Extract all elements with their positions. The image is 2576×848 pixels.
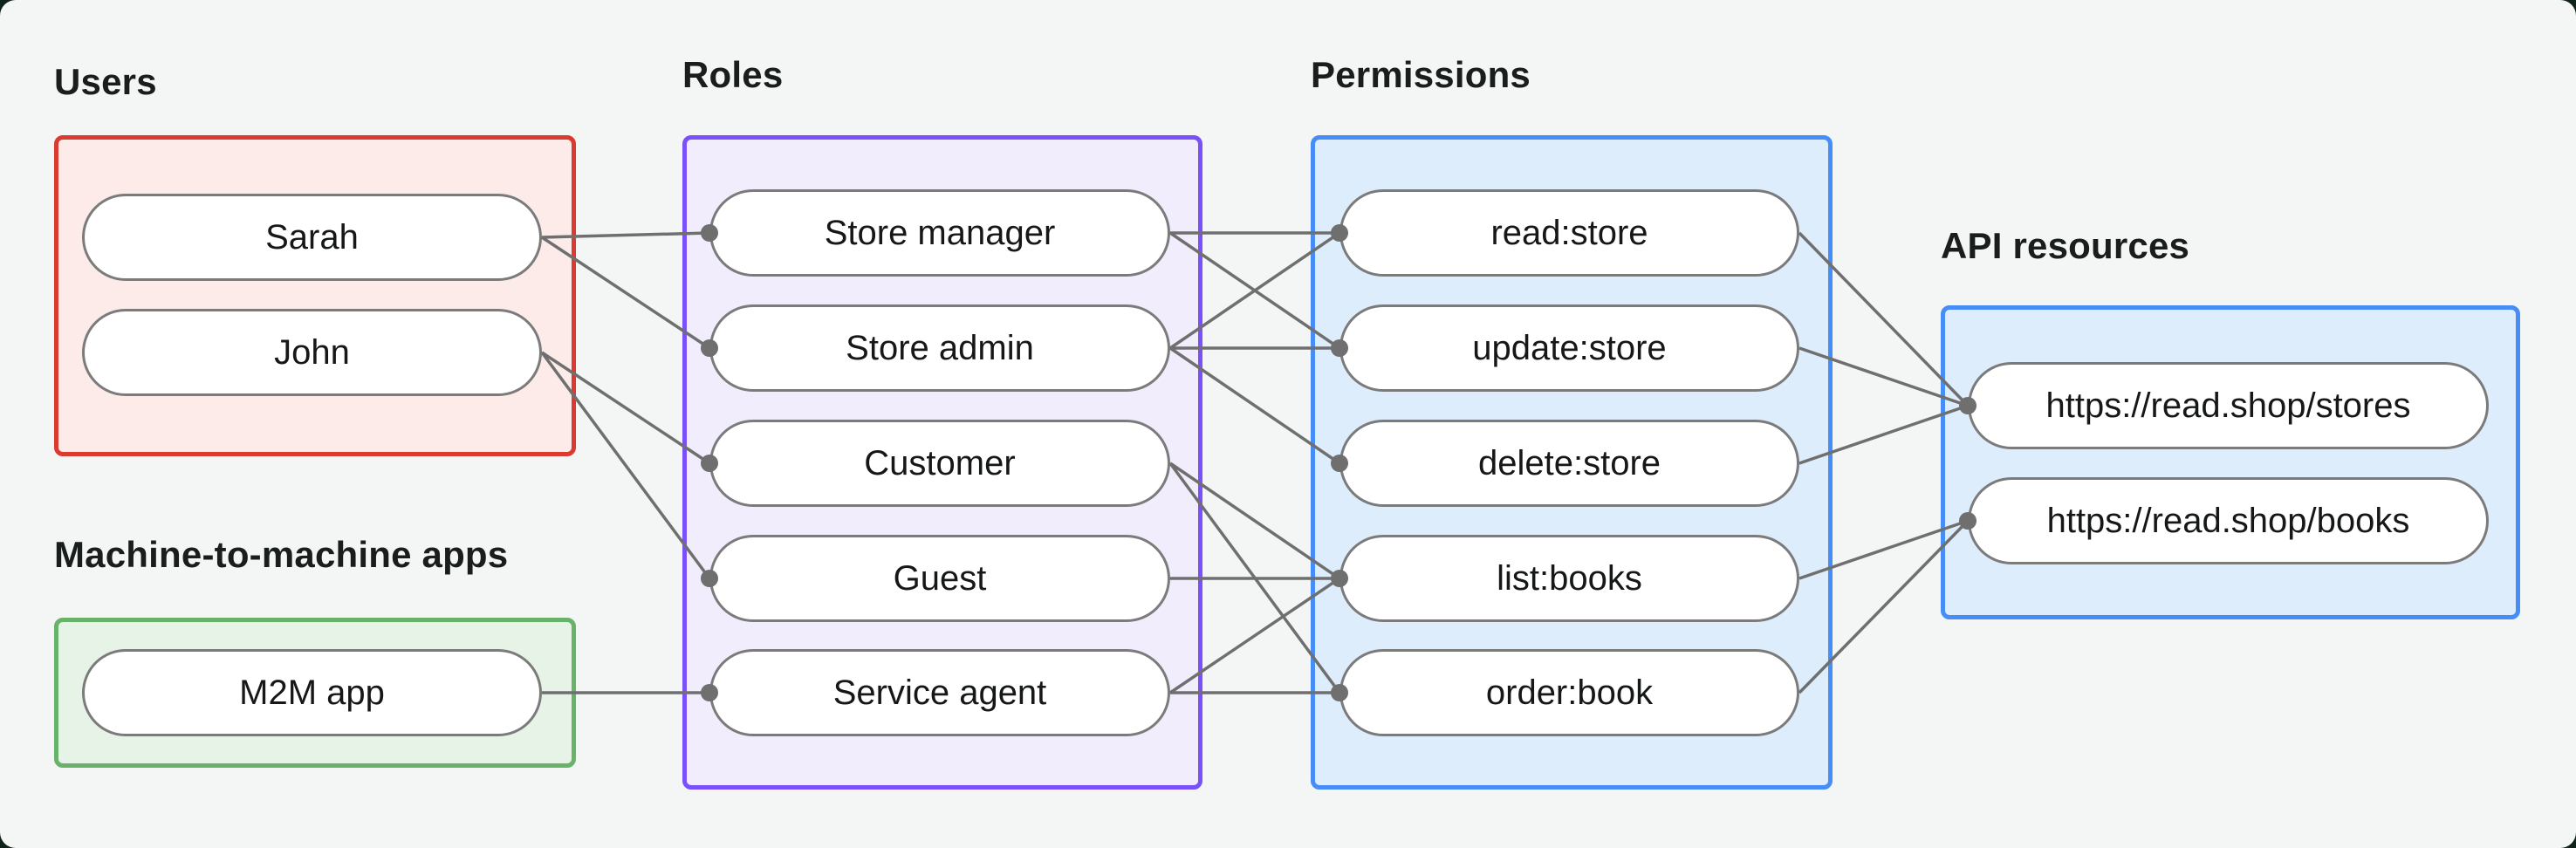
node-label-store-manager: Store manager [824, 213, 1056, 252]
section-box-users [54, 135, 576, 456]
node-label-m2m-app: M2M app [239, 673, 385, 712]
node-label-customer: Customer [864, 443, 1016, 482]
node-john: John [82, 309, 542, 396]
node-store-manager: Store manager [709, 189, 1170, 277]
node-books-api: https://read.shop/books [1968, 477, 2489, 564]
node-label-update-store: update:store [1472, 328, 1667, 367]
node-label-read-store: read:store [1490, 213, 1648, 252]
node-delete-store: delete:store [1339, 420, 1799, 507]
section-title-roles: Roles [682, 54, 784, 95]
node-update-store: update:store [1339, 304, 1799, 392]
section-title-users: Users [54, 61, 157, 102]
node-guest: Guest [709, 535, 1170, 622]
node-m2m-app: M2M app [82, 649, 542, 736]
node-sarah: Sarah [82, 194, 542, 281]
section-title-permissions: Permissions [1311, 54, 1531, 95]
section-box-api [1941, 305, 2520, 619]
section-title-m2m: Machine-to-machine apps [54, 534, 509, 575]
node-label-order-book: order:book [1485, 673, 1654, 712]
node-label-guest: Guest [893, 558, 987, 598]
node-read-store: read:store [1339, 189, 1799, 277]
node-label-store-admin: Store admin [846, 328, 1034, 367]
node-label-sarah: Sarah [265, 217, 359, 256]
node-stores-api: https://read.shop/stores [1968, 362, 2489, 449]
node-customer: Customer [709, 420, 1170, 507]
node-list-books: list:books [1339, 535, 1799, 622]
node-label-delete-store: delete:store [1477, 443, 1661, 482]
node-label-list-books: list:books [1497, 558, 1642, 598]
node-store-admin: Store admin [709, 304, 1170, 392]
node-service-agent: Service agent [709, 649, 1170, 736]
node-label-books-api: https://read.shop/books [2046, 501, 2410, 540]
section-title-api: API resources [1941, 225, 2190, 266]
node-label-john: John [274, 332, 350, 372]
node-label-stores-api: https://read.shop/stores [2045, 386, 2411, 425]
node-label-service-agent: Service agent [832, 673, 1047, 712]
node-order-book: order:book [1339, 649, 1799, 736]
